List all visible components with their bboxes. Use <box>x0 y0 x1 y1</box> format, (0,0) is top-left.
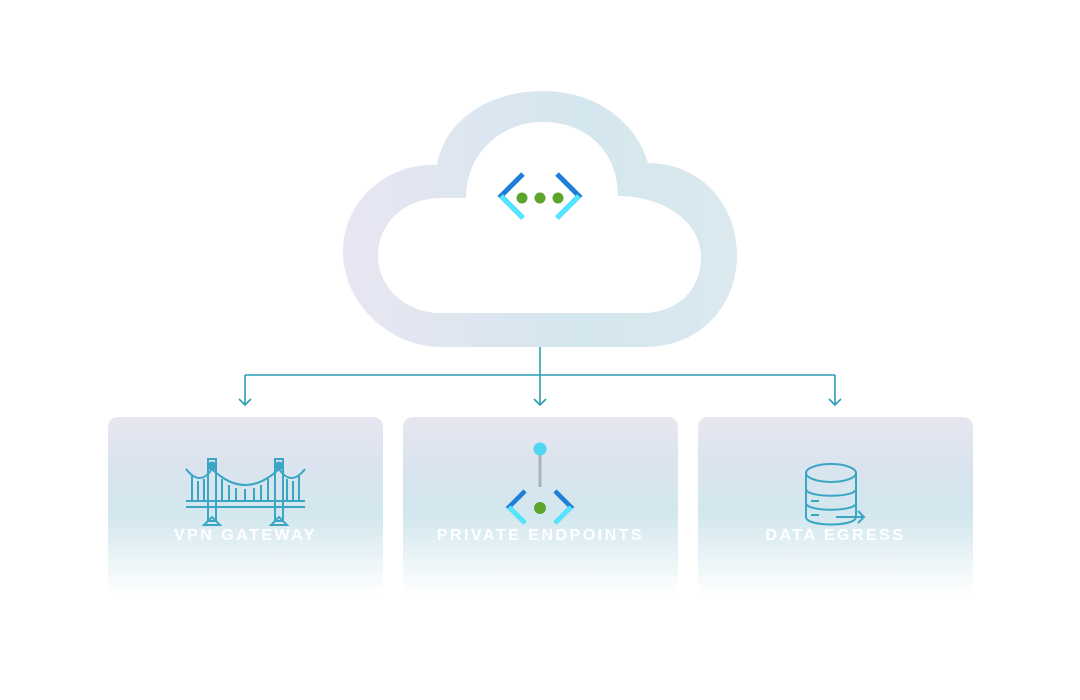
node-label-data-egress: DATA EGRESS (Per GB out $) <box>698 0 973 700</box>
cloud-shape <box>343 91 737 347</box>
node-title: DATA EGRESS <box>765 527 906 544</box>
node-card-vpn-gateway <box>108 417 383 595</box>
node-card-private-endpoints <box>403 417 678 595</box>
node-subtitle: (Per endpoint $) <box>478 557 603 574</box>
node-title: PRIVATE ENDPOINTS <box>436 527 645 544</box>
connector-lines <box>238 347 842 407</box>
bridge-icon <box>185 458 306 526</box>
node-card-data-egress <box>698 417 973 595</box>
database-export-icon <box>805 463 866 526</box>
node-label-vpn-gateway: VPN GATEWAY (Hourly $) <box>108 0 383 700</box>
private-endpoint-icon <box>505 442 575 525</box>
node-subtitle: (Per GB out $) <box>780 557 891 574</box>
node-label-private-endpoints: PRIVATE ENDPOINTS (Per endpoint $) <box>403 0 678 700</box>
node-title: VPN GATEWAY <box>173 527 318 544</box>
node-subtitle: (Hourly $) <box>207 557 284 574</box>
virtual-network-icon <box>497 172 583 220</box>
